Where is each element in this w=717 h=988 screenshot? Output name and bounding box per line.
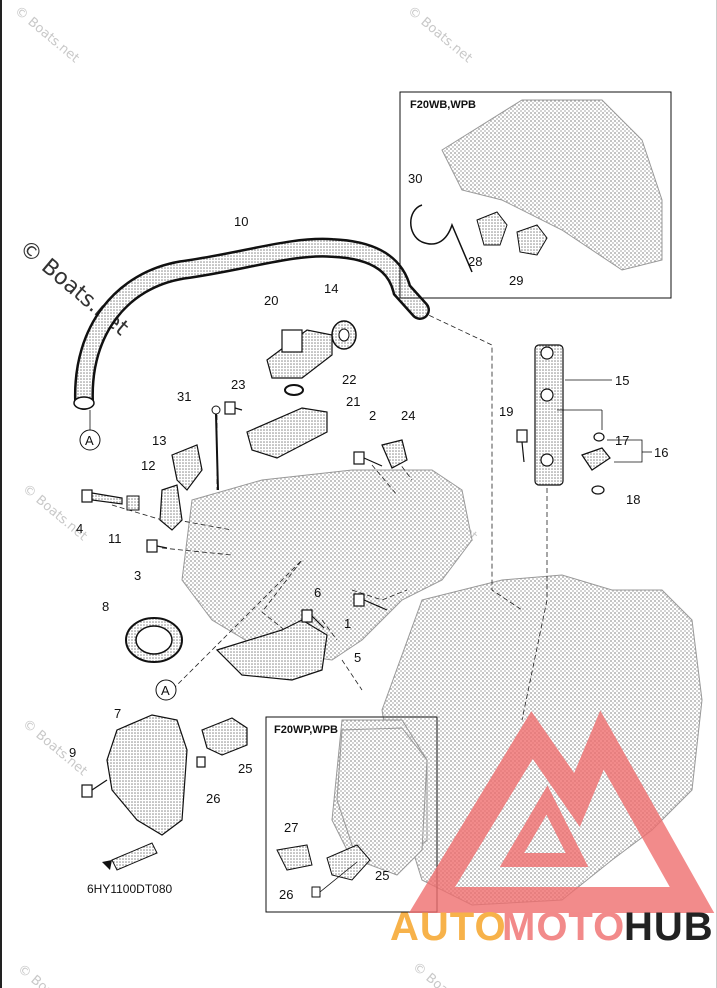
part-label-21: 21 bbox=[346, 394, 360, 409]
part-2-bolt bbox=[353, 451, 383, 467]
brand-auto: AUTO bbox=[390, 905, 507, 949]
part-14-grommet bbox=[331, 320, 357, 350]
inset-top-title: F20WB,WPB bbox=[410, 99, 476, 111]
part-label-11: 11 bbox=[108, 531, 122, 546]
part-26-bolt bbox=[196, 756, 206, 768]
part-labels: 10 20 14 22 21 23 31 13 12 4 11 3 8 6 1 … bbox=[69, 171, 668, 902]
part-22-ring bbox=[284, 384, 304, 396]
inset-bottom-title: F20WP,WPB bbox=[274, 724, 338, 736]
part-label-16: 16 bbox=[654, 445, 668, 460]
part-label-20: 20 bbox=[264, 293, 278, 308]
diagram-code: 6HY1100DT080 bbox=[87, 882, 172, 896]
part-label-8: 8 bbox=[102, 599, 109, 614]
part-label-9: 9 bbox=[69, 745, 76, 760]
part-4-bolt bbox=[81, 489, 123, 505]
part-label-26b: 26 bbox=[279, 887, 293, 902]
part-5-bracket bbox=[215, 619, 328, 681]
part-label-24: 24 bbox=[401, 408, 415, 423]
part-label-5: 5 bbox=[354, 650, 361, 665]
inset-top-box: F20WB,WPB bbox=[399, 91, 672, 299]
part-23-bolt bbox=[224, 401, 243, 415]
part-label-4: 4 bbox=[76, 521, 83, 536]
watermark: © Boats.net bbox=[404, 4, 474, 66]
part-15-fuel-rail bbox=[534, 344, 564, 486]
part-label-1: 1 bbox=[344, 616, 351, 631]
callout-a-bottom: A bbox=[155, 679, 177, 701]
part-25-bracket bbox=[201, 717, 248, 756]
watermark: © Boats.net bbox=[14, 962, 84, 988]
part-label-12: 12 bbox=[141, 458, 155, 473]
part-label-25b: 25 bbox=[375, 868, 389, 883]
brand-moto: MOTO bbox=[502, 905, 625, 949]
part-label-29: 29 bbox=[509, 273, 523, 288]
part-label-7: 7 bbox=[114, 706, 121, 721]
part-20-bracket bbox=[266, 329, 333, 379]
part-7-housing bbox=[106, 714, 188, 836]
part-label-19: 19 bbox=[499, 404, 513, 419]
part-31-rod bbox=[211, 405, 221, 491]
leader-lines-solid bbox=[557, 379, 652, 463]
part-3-bolt bbox=[146, 539, 168, 553]
part-label-25: 25 bbox=[238, 761, 252, 776]
part-label-28: 28 bbox=[468, 254, 482, 269]
part-21-bracket bbox=[246, 407, 328, 459]
part-label-14: 14 bbox=[324, 281, 338, 296]
brand-hub: HUB bbox=[624, 905, 714, 949]
hose-10 bbox=[73, 237, 430, 410]
part-label-17: 17 bbox=[615, 433, 629, 448]
part-6-bolt bbox=[301, 609, 325, 629]
part-label-18: 18 bbox=[626, 492, 640, 507]
part-label-30: 30 bbox=[408, 171, 422, 186]
part-13-clip bbox=[171, 444, 203, 491]
part-19-bolt bbox=[516, 429, 528, 463]
inset-bottom-box: F20WP,WPB bbox=[265, 716, 438, 913]
part-label-2: 2 bbox=[369, 408, 376, 423]
part-18-seal bbox=[591, 485, 605, 495]
part-label-26: 26 bbox=[206, 791, 220, 806]
fwd-arrow bbox=[102, 842, 158, 871]
part-17-o-ring bbox=[593, 432, 605, 442]
automotohub-logo: AUTO MOTO HUB bbox=[390, 710, 715, 949]
part-label-27: 27 bbox=[284, 820, 298, 835]
part-24-clip bbox=[381, 439, 408, 469]
part-label-23: 23 bbox=[231, 377, 245, 392]
part-9-bolt bbox=[81, 779, 108, 798]
watermark: © Boats.net bbox=[11, 4, 81, 66]
watermark: © Boats.net bbox=[409, 960, 479, 988]
part-16-injector bbox=[581, 447, 611, 471]
watermark-large: © Boats.net bbox=[14, 235, 133, 341]
watermark: © Boats.net bbox=[19, 717, 89, 779]
part-label-22: 22 bbox=[342, 372, 356, 387]
part-8-seal bbox=[125, 617, 183, 663]
part-label-31: 31 bbox=[177, 389, 191, 404]
part-11-spacer bbox=[126, 495, 140, 511]
callout-a-top: A bbox=[79, 410, 101, 451]
part-label-15: 15 bbox=[615, 373, 629, 388]
part-label-13: 13 bbox=[152, 433, 166, 448]
leader-lines bbox=[111, 311, 548, 721]
part-label-10: 10 bbox=[234, 214, 248, 229]
part-label-3: 3 bbox=[134, 568, 141, 583]
part-12-bracket bbox=[159, 484, 183, 531]
part-label-6: 6 bbox=[314, 585, 321, 600]
part-1-bolt bbox=[353, 593, 388, 611]
callout-label: A bbox=[161, 683, 170, 698]
callout-label: A bbox=[85, 433, 94, 448]
